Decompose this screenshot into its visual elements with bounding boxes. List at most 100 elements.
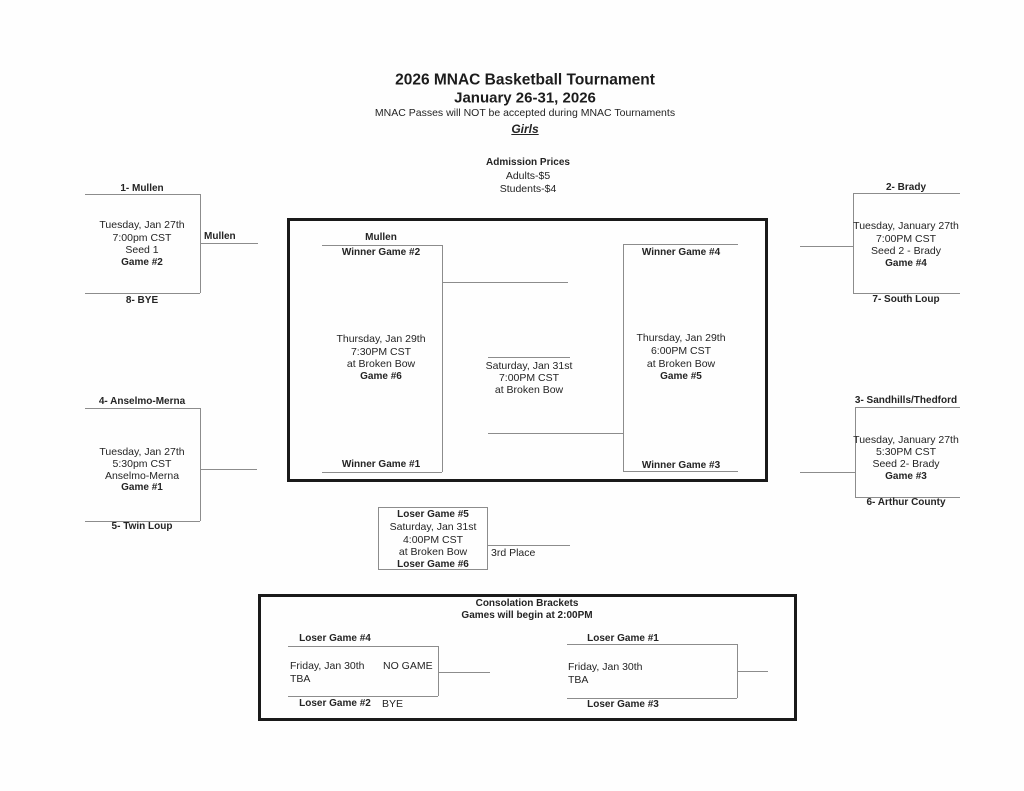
bracket-line	[855, 407, 856, 497]
game-detail: Tuesday, January 27th	[853, 219, 959, 232]
game-detail: TBA	[568, 673, 589, 686]
tournament-dates: January 26-31, 2026	[454, 89, 596, 107]
game-detail: Seed 2- Brady	[872, 457, 940, 470]
bracket-line	[855, 497, 960, 498]
passes-note: MNAC Passes will NOT be accepted during …	[374, 106, 676, 119]
game-number: Game #3	[885, 471, 927, 482]
bracket-line	[200, 408, 201, 521]
game-detail: at Broken Bow	[494, 383, 564, 396]
game-detail: Tuesday, January 27th	[853, 433, 959, 446]
slot-label-winner-game-2: Winner Game #2	[341, 247, 421, 258]
bracket-line	[623, 244, 738, 245]
bracket-line	[85, 194, 200, 195]
slot-label-loser-game-4: Loser Game #4	[299, 633, 371, 644]
game-detail: Tuesday, Jan 27th	[99, 218, 185, 231]
bracket-line	[85, 521, 200, 522]
winner-connector-line	[800, 472, 855, 473]
game-number: Game #2	[121, 257, 163, 268]
admission-title: Admission Prices	[486, 157, 570, 168]
bye-label: BYE	[382, 697, 404, 710]
bracket-line	[567, 698, 737, 699]
game-detail: 5:30pm CST	[112, 457, 172, 470]
admission-students: Students-$4	[499, 182, 557, 195]
game-detail: Thursday, Jan 29th	[636, 331, 726, 344]
consolation-title: Consolation Brackets	[475, 598, 579, 609]
consolation-border	[258, 594, 797, 721]
game-detail: TBA	[290, 672, 311, 685]
bracket-line	[623, 244, 624, 471]
admission-adults: Adults-$5	[505, 169, 551, 182]
winner-connector-line	[737, 671, 768, 672]
winner-connector-line	[200, 243, 258, 244]
game-detail: 7:00pm CST	[112, 231, 172, 244]
game-detail: 5:30PM CST	[875, 445, 937, 458]
winner-connector-line	[438, 672, 490, 673]
slot-label-loser-game-6: Loser Game #6	[397, 559, 469, 570]
third-place-box	[378, 507, 488, 570]
game-number: Game #6	[360, 371, 402, 382]
third-place-label: 3rd Place	[491, 546, 536, 559]
bracket-line	[288, 646, 438, 647]
bracket-line	[322, 472, 442, 473]
slot-label-loser-game-1: Loser Game #1	[587, 633, 659, 644]
slot-label-loser-game-5: Loser Game #5	[397, 509, 469, 520]
bracket-line	[438, 646, 439, 696]
seed-label-twin-loup: 5- Twin Loup	[111, 521, 173, 532]
game-detail: Tuesday, Jan 27th	[99, 445, 185, 458]
bracket-line	[855, 407, 960, 408]
game-detail: Friday, Jan 30th	[290, 659, 365, 672]
winner-connector-line	[200, 469, 257, 470]
slot-label-loser-game-3: Loser Game #3	[587, 699, 659, 710]
slot-label-winner-game-4: Winner Game #4	[641, 247, 721, 258]
bracket-line	[567, 644, 737, 645]
game-detail: Seed 1	[125, 243, 159, 256]
game-number: Game #5	[660, 371, 702, 382]
winner-connector-line	[800, 246, 853, 247]
slot-label-winner-game-3: Winner Game #3	[641, 460, 721, 471]
consolation-subtitle: Games will begin at 2:00PM	[461, 610, 593, 621]
bracket-line	[85, 408, 200, 409]
game-detail: at Broken Bow	[646, 357, 716, 370]
bracket-line	[322, 245, 442, 246]
bracket-line	[85, 293, 200, 294]
game-detail: Thursday, Jan 29th	[336, 332, 426, 345]
seed-label-sandhills-thedford: 3- Sandhills/Thedford	[854, 395, 958, 406]
seed-label-mullen: 1- Mullen	[120, 183, 164, 194]
advancer-label-mullen: Mullen	[204, 231, 236, 242]
winner-connector-line	[488, 545, 570, 546]
championship-line	[488, 357, 570, 358]
slot-label-winner-game-1: Winner Game #1	[341, 459, 421, 470]
game-detail: at Broken Bow	[398, 545, 468, 558]
seed-label-brady: 2- Brady	[885, 182, 927, 193]
game-detail: Friday, Jan 30th	[568, 660, 643, 673]
game-detail: at Broken Bow	[346, 357, 416, 370]
advancer-label-mullen-sf: Mullen	[365, 232, 397, 243]
seed-label-anselmo-merna: 4- Anselmo-Merna	[98, 396, 186, 407]
seed-label-arthur-county: 6- Arthur County	[866, 497, 946, 508]
main-bracket-border	[287, 218, 768, 482]
game-detail: Seed 2 - Brady	[870, 244, 942, 257]
game-detail: 7:00PM CST	[875, 232, 937, 245]
game-detail: 4:00PM CST	[402, 533, 464, 546]
no-game-label: NO GAME	[383, 659, 433, 672]
bracket-line	[442, 245, 443, 472]
bracket-line	[853, 193, 960, 194]
game-number: Game #1	[121, 482, 163, 493]
seed-label-south-loup: 7- South Loup	[872, 294, 940, 305]
game-detail: Saturday, Jan 31st	[485, 359, 573, 372]
winner-connector-line	[442, 282, 568, 283]
page-title: 2026 MNAC Basketball Tournament	[395, 71, 655, 89]
game-number: Game #4	[885, 258, 927, 269]
seed-label-bye: 8- BYE	[125, 295, 159, 306]
game-detail: 7:00PM CST	[498, 371, 560, 384]
bracket-line	[623, 471, 738, 472]
game-detail: 7:30PM CST	[350, 345, 412, 358]
division-label: Girls	[511, 122, 539, 136]
slot-label-loser-game-2: Loser Game #2	[299, 698, 371, 709]
game-detail: Anselmo-Merna	[104, 469, 180, 482]
bracket-line	[853, 293, 960, 294]
bracket-line	[288, 696, 438, 697]
championship-line	[488, 433, 623, 434]
game-detail: Saturday, Jan 31st	[389, 520, 477, 533]
